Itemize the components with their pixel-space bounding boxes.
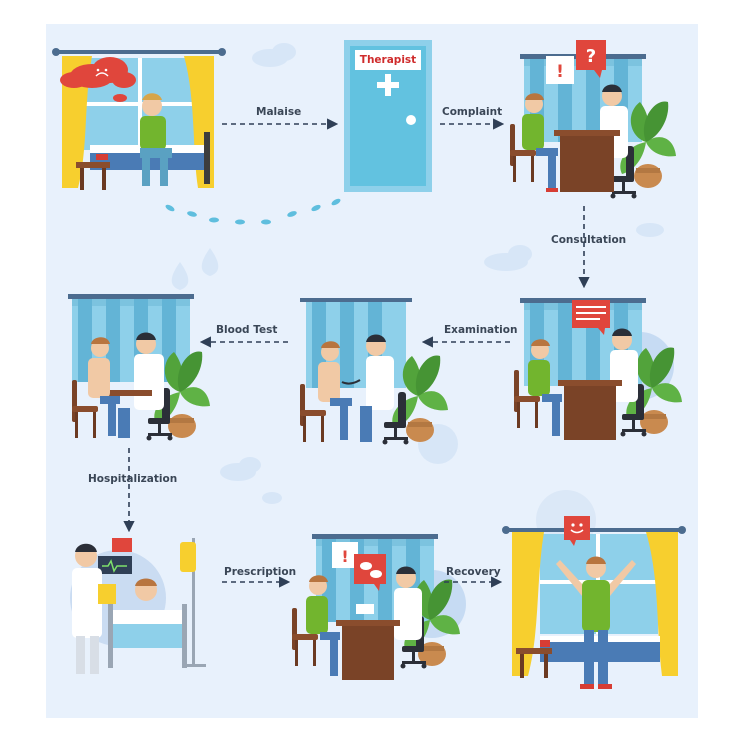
sad-cloud-icon [60,57,136,102]
scene-malaise [52,48,226,190]
step-label-prescription: Prescription [224,566,297,578]
svg-text:?: ? [586,46,596,67]
step-label-complaint: Complaint [442,106,503,118]
step-label-blood-test: Blood Test [216,324,278,336]
exclamation-bubble-icon: ! [546,56,574,84]
scene-hospitalization [70,538,206,674]
scene-recovery [502,490,686,689]
diagnosis-note-icon [572,300,610,335]
scene-prescription: ! [292,534,466,680]
step-label-recovery: Recovery [446,566,501,578]
happy-bubble-icon [564,516,590,546]
question-bubble-icon: ? [576,40,606,78]
svg-text:!: ! [341,547,348,566]
pills-bubble-icon [354,554,386,591]
door-sign-label: Therapist [359,54,417,66]
step-label-hospitalization: Hospitalization [88,473,178,485]
scene-complaint: ! ? [510,40,676,199]
therapist-door [344,40,432,192]
scene-examination [300,298,448,445]
flow-arrows [123,118,590,588]
exclamation-bubble-icon: ! [332,542,358,568]
footprints [165,198,341,225]
step-label-consultation: Consultation [551,234,627,246]
step-label-examination: Examination [444,324,518,336]
scene-consultation [514,298,682,440]
scene-blood-test [68,294,210,441]
step-label-malaise: Malaise [256,106,302,118]
svg-text:!: ! [556,62,564,82]
